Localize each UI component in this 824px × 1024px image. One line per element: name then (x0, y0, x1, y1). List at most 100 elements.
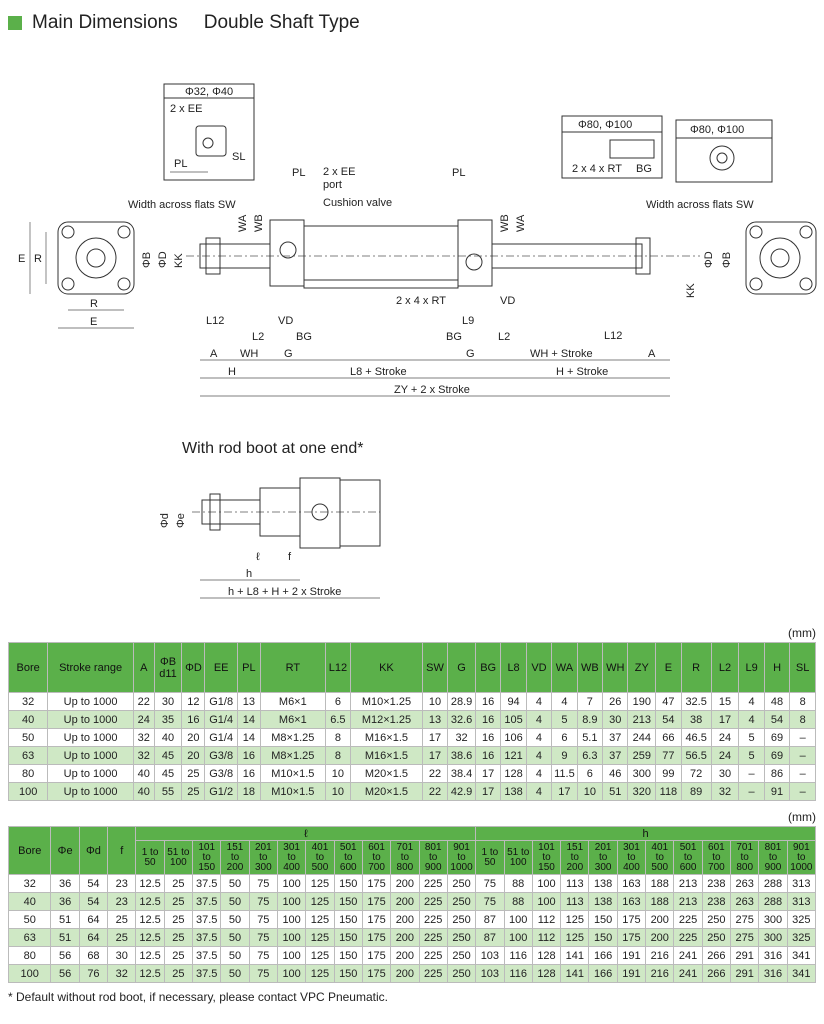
table1-cell: 18 (236, 782, 261, 801)
table2-cell: 150 (333, 910, 363, 929)
table2-cell: 288 (758, 892, 788, 911)
table1-cell: 8 (789, 692, 816, 711)
table2-cell: 225 (418, 928, 448, 947)
table2-cell: 75 (248, 910, 278, 929)
table2-cell: 275 (730, 910, 760, 929)
table1-cell: 40 (153, 728, 183, 747)
footnote: * Default without rod boot, if necessary… (8, 990, 388, 1004)
table1-cell: Up to 1000 (47, 692, 134, 711)
l2-label: L2 (252, 331, 264, 343)
table2-cell: 341 (786, 964, 817, 983)
table1-cell: 37 (602, 746, 629, 765)
table1-cell: 42.9 (447, 782, 476, 801)
table1-cell: 10 (324, 764, 352, 783)
table1-cell: 77 (655, 746, 682, 765)
port-label: port (323, 179, 342, 191)
table1-header: RT (259, 642, 326, 693)
table1-cell: M8×1.25 (259, 728, 326, 747)
table1-cell: 38.4 (447, 764, 476, 783)
table2-cell: 32 (7, 874, 52, 893)
table1-cell: 121 (500, 746, 527, 765)
table1-header: WH (602, 642, 629, 693)
table2-cell: 141 (560, 964, 590, 983)
left-end-view (57, 221, 135, 295)
table1-cell: 26 (602, 692, 629, 711)
table2-cell: 36 (50, 892, 80, 911)
table1-cell: 91 (763, 782, 791, 801)
table2-cell: 37.5 (192, 946, 222, 965)
table1-header: E (655, 642, 682, 693)
bg-label: BG (296, 331, 312, 343)
table1-cell: 32 (132, 746, 155, 765)
table2-cell: 125 (305, 910, 335, 929)
sw-left-label: Width across flats SW (128, 199, 236, 211)
table2-cell: 225 (673, 910, 703, 929)
table1-cell: 30 (153, 692, 183, 711)
l2b-label: L2 (498, 331, 510, 343)
table1-cell: 8 (789, 710, 816, 729)
table1-cell: 40 (132, 764, 155, 783)
table1-cell: 4 (551, 692, 578, 711)
table2-range-header: 51 to 100 (503, 840, 533, 875)
table2-cell: 12.5 (135, 892, 165, 911)
table1-cell: 51 (602, 782, 629, 801)
table1-cell: Up to 1000 (47, 728, 134, 747)
table2-cell: 100 (503, 910, 533, 929)
table1-cell: – (789, 728, 816, 747)
table1-cell: 16 (474, 710, 502, 729)
table2-cell: 56 (50, 946, 80, 965)
table1-cell: 7 (576, 692, 604, 711)
table2-cell: 250 (446, 892, 477, 911)
table2-header: Φd (78, 826, 109, 875)
table1-cell: M20×1.5 (350, 782, 423, 801)
table2-cell: 250 (446, 928, 477, 947)
table2-cell: 175 (361, 928, 392, 947)
table2-cell: 88 (503, 874, 533, 893)
table1-cell: 6.5 (324, 710, 352, 729)
ee-small-label: 2 x EE (170, 103, 202, 115)
table1-cell: G1/4 (204, 710, 238, 729)
table1-cell: M10×1.5 (259, 764, 326, 783)
g2-label: G (466, 348, 475, 360)
table1-cell: 17 (710, 710, 740, 729)
table2-cell: 37.5 (192, 910, 222, 929)
table2-cell: 191 (616, 964, 647, 983)
table1-cell: 5.1 (576, 728, 604, 747)
table1-cell: M6×1 (259, 710, 326, 729)
table2-cell: 75 (248, 928, 278, 947)
table2-cell: 54 (78, 892, 109, 911)
table1-cell: 24 (710, 746, 740, 765)
d-left-label: ΦD (157, 251, 169, 268)
table1-cell: 100 (7, 782, 49, 801)
table2-cell: 76 (78, 964, 109, 983)
table2-cell: 138 (588, 874, 618, 893)
table1-cell: 6 (551, 728, 578, 747)
table2-cell: 150 (333, 928, 363, 947)
table2-cell: 50 (220, 892, 250, 911)
table1-cell: 5 (738, 746, 765, 765)
table1-cell: 8.9 (576, 710, 604, 729)
table2-cell: 188 (645, 874, 675, 893)
table2-cell: 241 (673, 964, 703, 983)
rt-small-label: 2 x 4 x RT (396, 295, 446, 307)
table2-range-header: 301 to 400 (276, 840, 307, 875)
table1-cell: 22 (421, 782, 449, 801)
table2-cell: 80 (7, 946, 52, 965)
kk-right-label: KK (685, 283, 697, 298)
table1-header: L2 (710, 642, 740, 693)
wa-right-label: WA (515, 214, 527, 232)
table2-cell: 25 (163, 892, 194, 911)
table2-cell: 200 (645, 910, 675, 929)
table1-cell: 9 (551, 746, 578, 765)
table1-cell: 4 (738, 710, 765, 729)
r-label: R (34, 253, 42, 265)
table2-cell: 175 (361, 964, 392, 983)
table2-range-header: 151 to 200 (560, 840, 590, 875)
table2-cell: 200 (390, 964, 420, 983)
table2-cell: 191 (616, 946, 647, 965)
table2-cell: 25 (107, 928, 137, 947)
